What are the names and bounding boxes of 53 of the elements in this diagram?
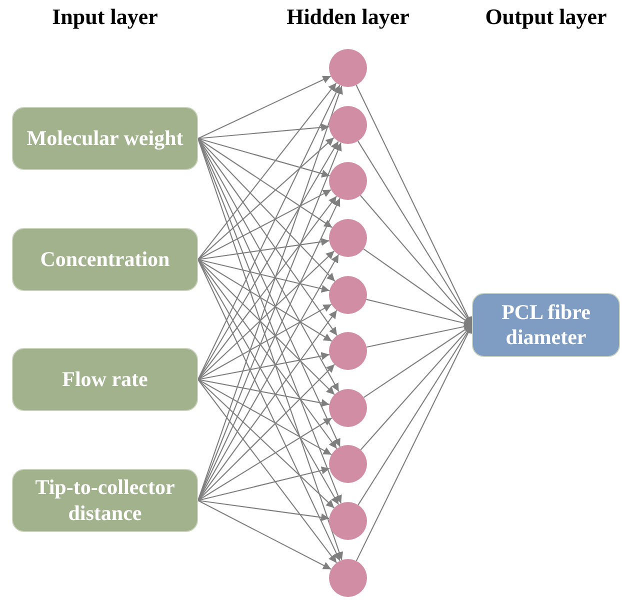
node-label: Tip-to-collector distance: [34, 475, 176, 526]
layer-heading: Input layer: [52, 4, 158, 30]
node-label: Molecular weight: [26, 126, 184, 152]
arrow: [198, 352, 330, 380]
neuron-circle: [329, 49, 367, 87]
neuron-circle: [329, 502, 367, 540]
arrow: [198, 379, 335, 508]
arrow: [198, 84, 340, 380]
arrow: [198, 379, 332, 456]
input-box: [12, 348, 198, 411]
arrow: [198, 500, 330, 522]
layer-heading: Hidden layer: [286, 4, 410, 30]
node-label: Flow rate: [62, 366, 148, 392]
arrow: [198, 379, 337, 564]
arrow: [198, 189, 332, 260]
input-box: [12, 107, 198, 170]
arrow: [198, 138, 336, 282]
arrow: [198, 137, 334, 260]
node-label: Concentration: [40, 246, 170, 272]
arrow: [198, 82, 337, 260]
input-box: [12, 469, 198, 532]
arrow: [198, 364, 335, 501]
arrow: [198, 123, 330, 140]
neuron-circle: [329, 559, 367, 597]
neuron-circle: [329, 219, 367, 257]
output-box: [472, 293, 620, 357]
input-box: [12, 228, 198, 291]
node-label: PCL fibre diameter: [500, 300, 592, 350]
arrow: [198, 138, 332, 228]
arrow: [198, 259, 340, 562]
arrow: [198, 500, 332, 570]
arrow: [198, 196, 337, 380]
arrow: [198, 259, 338, 449]
arrow: [198, 378, 330, 407]
arrow: [198, 76, 332, 139]
arrow: [198, 304, 332, 380]
arrow: [198, 466, 330, 502]
neuron-circle: [329, 106, 367, 144]
arrow: [198, 238, 330, 260]
layer-heading: Output layer: [485, 4, 607, 30]
neuron-circle: [329, 389, 367, 427]
arrow: [366, 322, 472, 348]
arrow: [198, 310, 338, 501]
arrow: [198, 250, 335, 380]
neuron-circle: [329, 332, 367, 370]
arrow: [198, 259, 332, 342]
arrow: [198, 259, 335, 396]
neuron-circle: [329, 445, 367, 483]
arrow: [198, 138, 330, 178]
neuron-circle: [329, 162, 367, 200]
neuron-circle: [329, 276, 367, 314]
arrow: [198, 418, 332, 501]
arrow: [198, 258, 330, 293]
